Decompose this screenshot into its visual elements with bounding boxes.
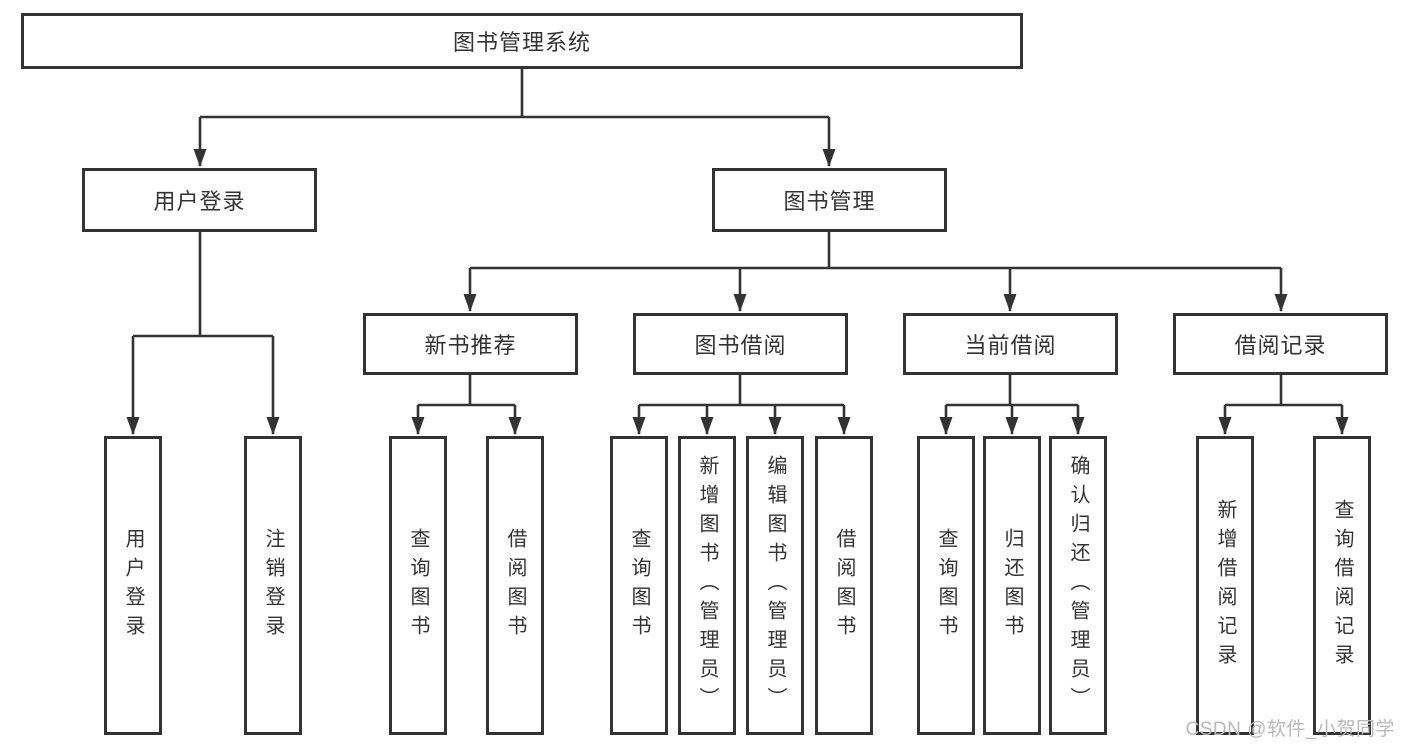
leaf-add-borrow-record: 新增借阅记录 xyxy=(1196,436,1254,735)
leaf-label: 注销登录 xyxy=(262,527,284,644)
leaf-add-books-admin: 新增图书（管理员） xyxy=(678,436,736,735)
leaf-label: 借阅图书 xyxy=(504,527,526,644)
node-book-borrow: 图书借阅 xyxy=(633,313,848,375)
leaf-label: 新增借阅记录 xyxy=(1214,498,1236,673)
connector-current-borrow xyxy=(939,375,1085,435)
leaf-label: 确认归还（管理员） xyxy=(1067,455,1089,716)
leaf-label: 用户登录 xyxy=(122,527,144,644)
leaf-borrow-books: 借阅图书 xyxy=(815,436,873,735)
leaf-return-books: 归还图书 xyxy=(983,436,1041,735)
node-label: 图书借阅 xyxy=(694,333,787,358)
connector-book-management xyxy=(463,232,1288,312)
node-label: 用户登录 xyxy=(153,189,246,214)
csdn-watermark: CSDN @软件_小贺同学 xyxy=(1185,719,1395,740)
node-label: 新书推荐 xyxy=(424,333,517,358)
leaf-label: 查询图书 xyxy=(628,527,650,644)
leaf-logout: 注销登录 xyxy=(244,436,302,735)
leaf-label: 编辑图书（管理员） xyxy=(764,455,786,716)
leaf-label: 借阅图书 xyxy=(833,527,855,644)
leaf-label: 归还图书 xyxy=(1001,527,1023,644)
connector-borrow-record xyxy=(1218,375,1349,435)
node-new-book-recommend: 新书推荐 xyxy=(363,313,578,375)
leaf-edit-books-admin: 编辑图书（管理员） xyxy=(746,436,804,735)
node-borrow-record: 借阅记录 xyxy=(1173,313,1388,375)
connector-book-borrow xyxy=(632,375,851,435)
node-label: 借阅记录 xyxy=(1234,333,1327,358)
leaf-borrow-books: 借阅图书 xyxy=(486,436,544,735)
connector-root xyxy=(193,69,836,167)
node-label: 图书管理系统 xyxy=(452,30,591,55)
node-current-borrow: 当前借阅 xyxy=(903,313,1118,375)
leaf-query-books: 查询图书 xyxy=(389,436,447,735)
node-user-login: 用户登录 xyxy=(82,168,317,232)
node-label: 当前借阅 xyxy=(964,333,1057,358)
leaf-query-borrow-record: 查询借阅记录 xyxy=(1313,436,1371,735)
leaf-label: 查询借阅记录 xyxy=(1331,498,1353,673)
node-label: 图书管理 xyxy=(783,189,876,214)
leaf-label: 查询图书 xyxy=(935,527,957,644)
leaf-label: 查询图书 xyxy=(407,527,429,644)
node-library-management-system: 图书管理系统 xyxy=(21,13,1023,69)
connector-user-login xyxy=(126,232,280,435)
leaf-label: 新增图书（管理员） xyxy=(696,455,718,716)
connector-new-book-recommend xyxy=(411,375,522,435)
leaf-query-books: 查询图书 xyxy=(917,436,975,735)
leaf-query-books: 查询图书 xyxy=(610,436,668,735)
leaf-user-login: 用户登录 xyxy=(104,436,162,735)
leaf-confirm-return-admin: 确认归还（管理员） xyxy=(1049,436,1107,735)
node-book-management: 图书管理 xyxy=(712,168,947,232)
